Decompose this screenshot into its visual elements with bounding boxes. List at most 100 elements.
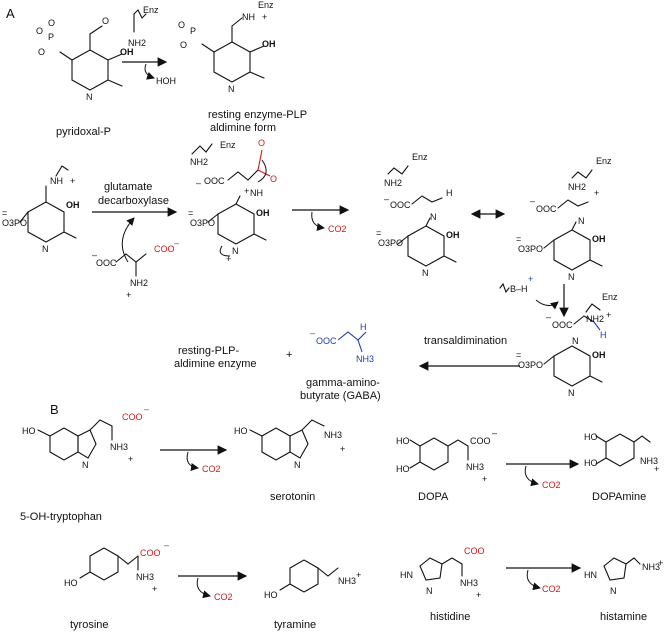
side-chain-carboxylate: OOC	[96, 258, 117, 268]
imine-nitrogen: N	[430, 212, 437, 222]
carboxylate-oxygen: O	[258, 138, 265, 148]
carboxylate-charge: –	[546, 312, 551, 322]
carboxylate: COO	[470, 436, 491, 446]
side-chain-carboxylate: OOC	[552, 320, 573, 330]
carboxylate-charge: –	[92, 250, 97, 260]
label-gaba-1: gamma-amino-	[306, 377, 380, 389]
carboxylate-charge: –	[492, 428, 497, 438]
enzyme-label: Enz	[602, 292, 618, 302]
carboxylate-charge: –	[384, 194, 389, 204]
tyrosine-structure: HO COO – NH3 +	[64, 540, 169, 594]
imine-nitrogen: N	[572, 336, 579, 346]
imidazole-nitrogen: N	[610, 586, 617, 596]
label-tyramine: tyramine	[274, 619, 316, 631]
side-chain-carboxylate: OOC	[536, 204, 557, 214]
carboxylate: COO	[122, 412, 143, 422]
enzyme-label: Enz	[596, 156, 612, 166]
ring-hydroxyl: OH	[592, 234, 606, 244]
imidazole-nh: HN	[400, 570, 413, 580]
lysine-amine: NH2	[384, 178, 402, 188]
amine: NH3	[640, 456, 658, 466]
ring-hydroxyl: OH	[592, 350, 606, 360]
carboxylate-charge: –	[174, 238, 179, 248]
lysine-amine: NH2	[586, 314, 604, 324]
label-histamine: histamine	[600, 611, 647, 623]
gaba-structure: – OOC H NH3	[310, 322, 374, 364]
alpha-hydrogen: H	[446, 188, 453, 198]
phosphate-oxygen: O	[36, 26, 43, 36]
amine: NH3	[136, 572, 154, 582]
hydroxyl: HO	[234, 426, 248, 436]
histamine-structure: HN N NH3 +	[584, 557, 663, 596]
phosphate-oxygen: O	[178, 20, 185, 30]
amine: NH3	[110, 442, 128, 452]
phosphate-charge: =	[376, 228, 381, 238]
acid-charge: +	[528, 274, 533, 284]
imine-nh: NH	[242, 12, 255, 22]
histidine-structure: HN N COO NH3 +	[400, 546, 485, 600]
external-aldimine-structure: NH2 Enz – OOC O O NH + OH N + O3PO =	[188, 138, 277, 264]
label-dopa: DOPA	[418, 491, 449, 503]
carboxylate: OOC	[316, 336, 337, 346]
carboxylate: COO	[464, 546, 485, 556]
amine: NH3	[642, 562, 660, 572]
label-serotonin: serotonin	[270, 491, 315, 503]
lysine-amine: NH2	[190, 157, 208, 167]
phosphate-charge: =	[516, 234, 521, 244]
general-acid-label: B–H	[510, 284, 528, 294]
phenol-hydroxyl: HO	[64, 578, 78, 588]
alpha-hydrogen: H	[360, 322, 367, 332]
amine-charge: +	[654, 464, 659, 474]
amine: NH2	[128, 38, 146, 48]
catechol-hydroxyl: HO	[584, 432, 598, 442]
lysine-amine: NH2	[568, 182, 586, 192]
phosphate-oxygen: O	[38, 47, 45, 57]
ring-hydroxyl: OH	[256, 208, 270, 218]
product-aldimine-structure: Enz NH2 + OOC – H N OH N O3PO =	[516, 292, 618, 398]
amine-charge: +	[658, 558, 663, 568]
ring-nitrogen: N	[232, 246, 239, 256]
imine-charge: +	[70, 176, 75, 186]
phosphate: O3PO	[378, 238, 403, 248]
resting-aldimine-structure: NH + Enz OH N P O O	[178, 0, 276, 94]
label-dopamine: DOPAmine	[592, 491, 646, 503]
phosphorus: P	[48, 32, 54, 42]
catechol-hydroxyl: HO	[396, 464, 410, 474]
phosphate-charge: =	[188, 208, 193, 218]
ring-hydroxyl: OH	[262, 39, 276, 49]
amine: NH3	[466, 462, 484, 472]
resonance-structure: NH2 Enz – OOC + N OH N O3PO =	[516, 156, 612, 282]
panel-label-a: A	[6, 6, 15, 21]
glutamate-structure: OOC – COO – NH2 +	[92, 238, 179, 300]
enzyme-label: Enz	[412, 152, 428, 162]
catechol-hydroxyl: HO	[396, 436, 410, 446]
label-resting-2: aldimine form	[210, 122, 276, 134]
ring-nitrogen: N	[568, 388, 575, 398]
catechol-hydroxyl: HO	[584, 458, 598, 468]
enzyme-lysine: Enz NH2	[128, 5, 159, 48]
carboxylate: COO	[140, 548, 161, 558]
ring-hydroxyl: OH	[66, 200, 80, 210]
imine-charge: +	[244, 186, 249, 196]
alpha-amine: NH2	[130, 278, 148, 288]
phosphate: O3PO	[518, 244, 543, 254]
enzyme-label: Enz	[258, 0, 274, 10]
co2-released: CO2	[214, 592, 233, 602]
phosphate-oxygen: O	[180, 40, 187, 50]
imine-nitrogen: N	[578, 216, 585, 226]
label-resting-1: resting enzyme-PLP	[208, 109, 307, 121]
enzyme-label: Enz	[143, 5, 159, 15]
carboxylate-oxygen: O	[270, 174, 277, 184]
label-5-oh-tryptophan: 5-OH-tryptophan	[20, 511, 102, 523]
co2-released: CO2	[542, 480, 561, 490]
added-proton: H	[600, 330, 607, 340]
amine-charge: +	[356, 570, 361, 580]
imine-nh: NH	[250, 188, 263, 198]
hydroxytryptophan-structure: HO N COO – NH3 +	[22, 404, 149, 470]
ring-nitrogen: N	[422, 268, 429, 278]
carboxylate-charge: –	[144, 404, 149, 414]
label-glutamate: glutamate	[104, 181, 152, 193]
amine: NH3	[324, 430, 342, 440]
phosphate-charge: =	[516, 350, 521, 360]
